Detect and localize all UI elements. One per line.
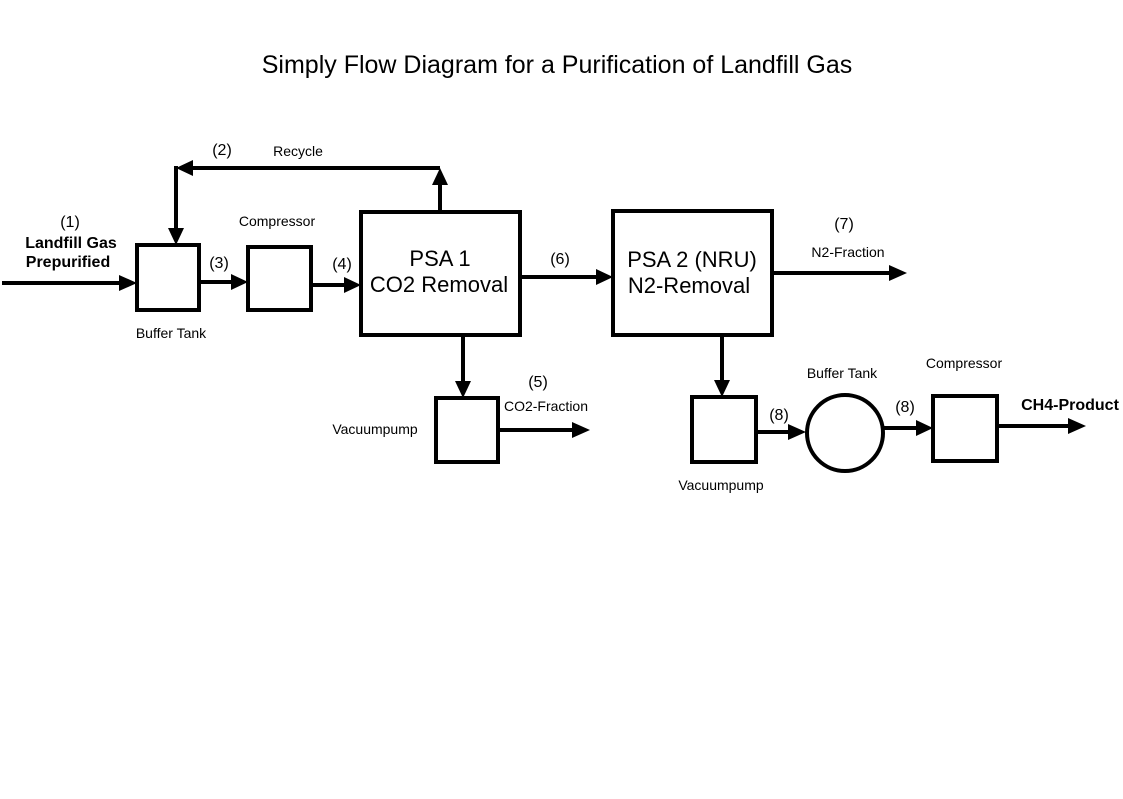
stream-7-arrowhead: [889, 265, 907, 281]
psa1-label-line1: PSA 1: [409, 246, 470, 271]
vacuumpump-2-label: Vacuumpump: [678, 477, 764, 493]
psa2-to-vacuumpump-arrowhead: [714, 380, 730, 397]
stream-8a-number: (8): [769, 407, 789, 424]
stream-2-number: (2): [212, 142, 232, 159]
compressor-2-box: [931, 394, 999, 463]
diagram-title: Simply Flow Diagram for a Purification o…: [262, 51, 853, 79]
compressor-1-box: [246, 245, 313, 312]
compressor-1-label: Compressor: [239, 213, 316, 229]
ch4-product-arrowhead: [1068, 418, 1086, 434]
co2-fraction-label: CO2-Fraction: [504, 398, 588, 414]
psa1-box: [359, 210, 522, 337]
feed-label-line2: Prepurified: [26, 254, 110, 271]
stream-4-arrowhead: [344, 277, 361, 293]
vacuumpump-1-label: Vacuumpump: [332, 421, 418, 437]
psa2-label-line2: N2-Removal: [628, 273, 750, 298]
psa2-box: [611, 209, 774, 337]
stream-5-arrowhead: [572, 422, 590, 438]
buffer-tank-2-label: Buffer Tank: [807, 365, 878, 381]
psa1-to-vacuumpump-arrowhead: [455, 381, 471, 398]
stream-3-arrowhead: [231, 274, 248, 290]
stream-3-number: (3): [209, 255, 229, 272]
stream-1-number: (1): [60, 214, 80, 231]
vacuumpump-2-box: [690, 395, 758, 464]
stream-5-number: (5): [528, 374, 548, 391]
vacuumpump-1-box: [434, 396, 500, 464]
n2-fraction-label: N2-Fraction: [811, 244, 884, 260]
buffer-tank-1-label: Buffer Tank: [136, 325, 207, 341]
stream-2-up-arrowhead: [432, 168, 448, 185]
stream-8b-number: (8): [895, 399, 915, 416]
stream-1-arrowhead: [119, 275, 137, 291]
stream-6-arrowhead: [596, 269, 613, 285]
stream-8a-arrowhead: [788, 424, 806, 440]
stream-7-number: (7): [834, 216, 854, 233]
psa2-label-line1: PSA 2 (NRU): [627, 247, 757, 272]
feed-label-line1: Landfill Gas: [25, 235, 117, 252]
compressor-2-label: Compressor: [926, 355, 1003, 371]
stream-2-down-arrowhead: [168, 228, 184, 245]
stream-2-left-arrowhead: [176, 160, 193, 176]
stream-4-number: (4): [332, 256, 352, 273]
recycle-label: Recycle: [273, 143, 323, 159]
stream-8b-arrowhead: [916, 420, 933, 436]
ch4-product-label: CH4-Product: [1021, 397, 1119, 414]
buffer-tank-2-circle: [805, 393, 885, 473]
stream-6-number: (6): [550, 251, 570, 268]
psa1-label-line2: CO2 Removal: [370, 272, 508, 297]
buffer-tank-1-box: [135, 243, 201, 312]
